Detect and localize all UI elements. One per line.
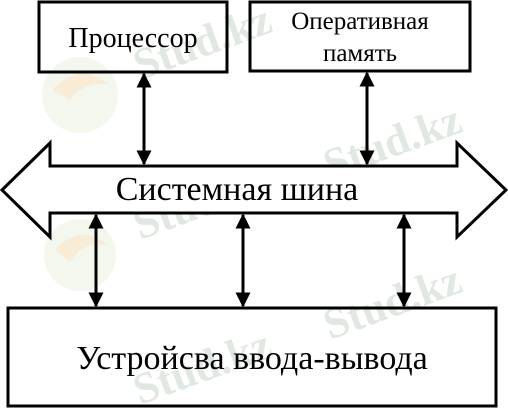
system-bus-label: Системная шина: [116, 171, 359, 208]
processor-block: Процессор: [37, 0, 229, 74]
watermark-logo-top: [42, 57, 118, 133]
ram-block: Оперативная память: [248, 0, 472, 73]
io-block: Устройсва ввода-вывода: [6, 306, 498, 408]
watermark-text-4: Stud.kz: [317, 254, 468, 349]
system-bus: Системная шина: [0, 139, 508, 241]
io-box: [6, 306, 498, 408]
ram-label-line1: Оперативная: [291, 8, 429, 35]
processor-box: [37, 0, 229, 74]
io-label: Устройсва ввода-вывода: [76, 340, 428, 377]
ram-box: [248, 0, 472, 73]
processor-label: Процессор: [68, 23, 197, 54]
watermark-logo-bottom: [44, 219, 116, 291]
system-bus-arrow: [0, 139, 508, 241]
ram-label-line2: память: [323, 40, 397, 67]
